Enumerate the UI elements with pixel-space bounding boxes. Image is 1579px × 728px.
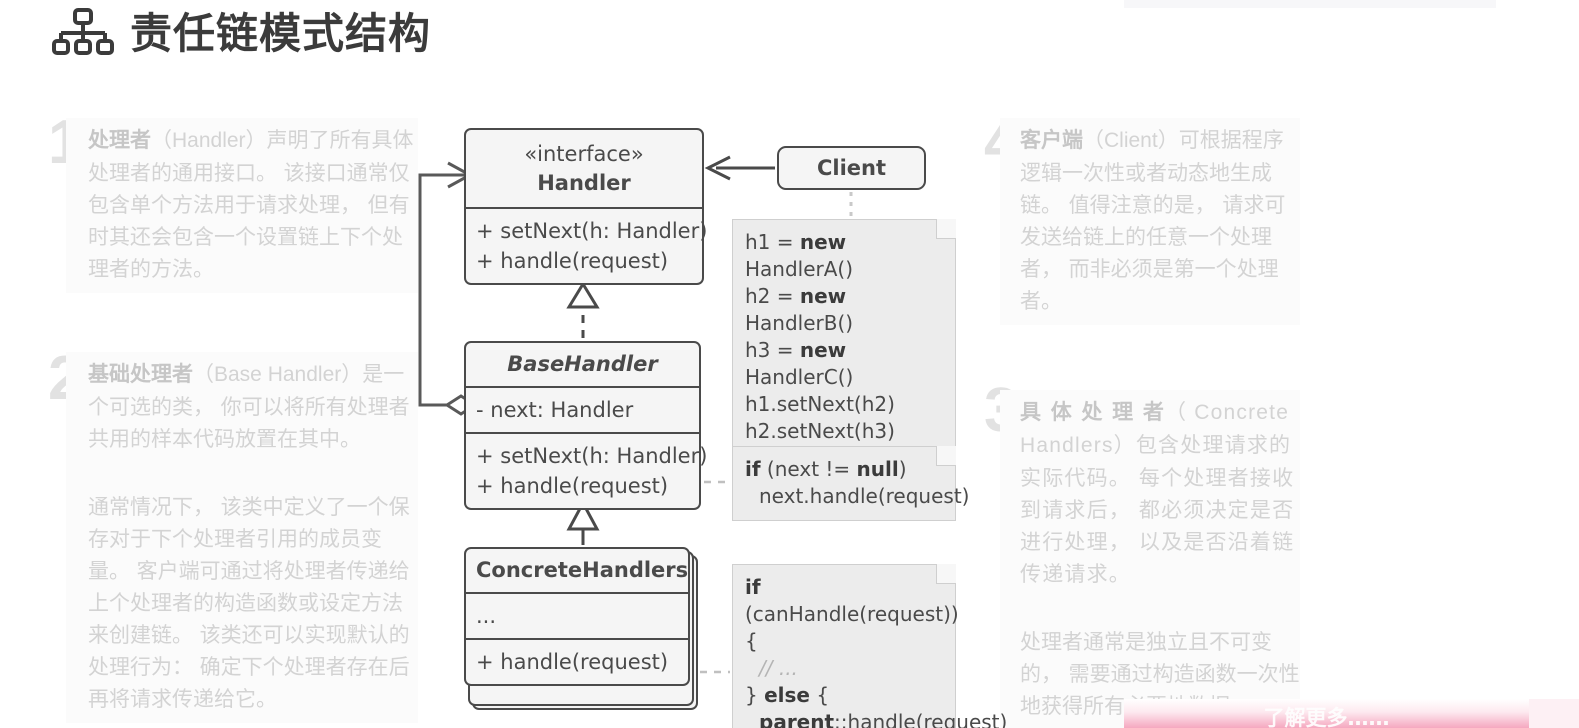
code-token: if bbox=[745, 457, 761, 481]
concrete-handlers-methods: + handle(request) bbox=[466, 638, 688, 684]
code-token: h2 = bbox=[745, 284, 800, 308]
code-line: h2.setNext(h3) bbox=[745, 418, 943, 445]
code-token: HandlerA() bbox=[745, 257, 854, 281]
note-text-3a: 包含处理请求的实际代码。 每个处理者接收到请求后， 都必须决定是否进行处理， 以… bbox=[1020, 433, 1295, 586]
uml-class-concrete-handlers[interactable]: ConcreteHandlers ... + handle(request) bbox=[464, 547, 690, 686]
code-note-handle: if (canHandle(request)) {// ...} else {p… bbox=[732, 564, 1007, 728]
code-token: parent bbox=[759, 710, 835, 728]
note-term-latin-1: （Handler） bbox=[151, 129, 267, 152]
base-handler-method-0: + setNext(h: Handler) bbox=[476, 444, 708, 468]
base-handler-fields: - next: Handler bbox=[466, 386, 699, 432]
handler-methods: + setNext(h: Handler) + handle(request) bbox=[466, 207, 708, 283]
code-line: h2 = new HandlerB() bbox=[745, 283, 943, 337]
concrete-handlers-fields: ... bbox=[466, 592, 688, 638]
code-token: new bbox=[799, 284, 847, 308]
base-handler-method-1: + handle(request) bbox=[476, 474, 669, 498]
code-note-next: if (next != null)next.handle(request) bbox=[732, 446, 969, 521]
code-token: h1 = bbox=[745, 230, 800, 254]
code-token: (canHandle(request)) { bbox=[745, 602, 959, 653]
note-spacer bbox=[66, 463, 418, 485]
code-token: HandlerB() bbox=[745, 311, 854, 335]
note-term-latin-3: （ Concrete Handlers） bbox=[1020, 401, 1290, 457]
code-line: h3 = new HandlerC() bbox=[745, 337, 943, 391]
handler-method-1: + handle(request) bbox=[476, 249, 669, 273]
note-text-4: 可根据程序逻辑一次性或者动态地生成链。 值得注意的是， 请求可发送给链上的任意一… bbox=[1020, 128, 1286, 313]
code-token: h1.setNext(h2) bbox=[745, 392, 895, 416]
note-text-2a: 是一个可选的类， 你可以将所有处理者共用的样本代码放置在其中。 bbox=[88, 362, 410, 451]
concrete-handlers-method-0: + handle(request) bbox=[476, 650, 669, 674]
code-token: ) bbox=[898, 457, 907, 481]
code-line: if (next != null) bbox=[745, 456, 943, 483]
code-token: ::handle(request) bbox=[834, 710, 1008, 728]
code-token: { bbox=[809, 683, 830, 707]
code-token: // ... bbox=[759, 656, 798, 680]
base-handler-header: BaseHandler bbox=[466, 343, 699, 386]
note-spacer bbox=[1000, 598, 1300, 620]
handler-header: «interface» Handler bbox=[466, 130, 702, 207]
code-token: (next != bbox=[760, 457, 857, 481]
note-fold-corner bbox=[936, 446, 956, 466]
handler-name: Handler bbox=[537, 171, 631, 195]
code-token: null bbox=[856, 457, 899, 481]
page-title: 责任链模式结构 bbox=[52, 8, 431, 60]
note-term-latin-2: （Base Handler） bbox=[193, 363, 363, 386]
client-name: Client bbox=[816, 155, 887, 180]
concrete-handlers-field-0: ... bbox=[476, 604, 497, 628]
promo-banner-text: 了解更多…… bbox=[1263, 706, 1390, 728]
concrete-handlers-name: ConcreteHandlers bbox=[476, 558, 689, 582]
code-line: } else { bbox=[745, 682, 943, 709]
code-token: HandlerC() bbox=[745, 365, 854, 389]
code-token: new bbox=[799, 338, 847, 362]
note-block-handler: 处理者（Handler）声明了所有具体处理者的通用接口。 该接口通常仅包含单个方… bbox=[66, 118, 418, 293]
handler-stereotype: «interface» bbox=[524, 142, 644, 166]
code-token: h2.setNext(h3) bbox=[745, 419, 895, 443]
code-line: parent::handle(request) bbox=[745, 709, 1007, 728]
top-decoration-strip bbox=[1124, 0, 1496, 8]
base-handler-name: BaseHandler bbox=[507, 352, 658, 376]
code-token: h3 = bbox=[745, 338, 800, 362]
note-text-2b: 通常情况下， 该类中定义了一个保存对于下个处理者引用的成员变量。 客户端可通过将… bbox=[88, 495, 410, 711]
base-handler-methods: + setNext(h: Handler) + handle(request) bbox=[466, 432, 708, 508]
code-line: h1.setNext(h2) bbox=[745, 391, 943, 418]
uml-class-handler[interactable]: «interface» Handler + setNext(h: Handler… bbox=[464, 128, 708, 285]
uml-class-client[interactable]: Client bbox=[777, 146, 926, 190]
code-line: h1 = new HandlerA() bbox=[745, 229, 943, 283]
code-line: next.handle(request) bbox=[745, 483, 969, 510]
uml-class-base-handler[interactable]: BaseHandler - next: Handler + setNext(h:… bbox=[464, 341, 708, 510]
note-fold-corner bbox=[936, 564, 956, 584]
base-handler-field-0: - next: Handler bbox=[476, 398, 634, 422]
note-term-2: 基础处理者 bbox=[88, 362, 193, 386]
code-token: else bbox=[764, 683, 810, 707]
page-title-text: 责任链模式结构 bbox=[130, 9, 432, 58]
code-token: if bbox=[745, 575, 761, 599]
promo-banner[interactable]: 了解更多…… bbox=[1124, 699, 1529, 728]
concrete-handlers-header: ConcreteHandlers bbox=[466, 549, 688, 592]
note-term-1: 处理者 bbox=[88, 128, 151, 152]
code-token: } bbox=[745, 683, 765, 707]
note-block-concrete-handlers: 具 体 处 理 者（ Concrete Handlers）包含处理请求的实际代码… bbox=[1000, 390, 1300, 728]
handler-method-0: + setNext(h: Handler) bbox=[476, 219, 708, 243]
note-fold-corner bbox=[936, 219, 956, 239]
code-note-handle-body: if (canHandle(request)) {// ...} else {p… bbox=[745, 574, 1007, 728]
note-text-1: 声明了所有具体处理者的通用接口。 该接口通常仅包含单个方法用于请求处理， 但有时… bbox=[88, 128, 414, 281]
code-token: next.handle(request) bbox=[759, 484, 970, 508]
code-line: if (canHandle(request)) { bbox=[745, 574, 959, 655]
hierarchy-icon bbox=[52, 8, 114, 55]
note-term-3: 具 体 处 理 者 bbox=[1020, 400, 1166, 424]
note-term-latin-4: （Client） bbox=[1083, 129, 1179, 152]
code-token: new bbox=[799, 230, 847, 254]
code-note-next-body: if (next != null)next.handle(request) bbox=[745, 456, 969, 510]
note-block-base-handler: 基础处理者（Base Handler）是一个可选的类， 你可以将所有处理者共用的… bbox=[66, 352, 418, 723]
note-block-client: 客户端（Client）可根据程序逻辑一次性或者动态地生成链。 值得注意的是， 请… bbox=[1000, 118, 1300, 325]
note-term-4: 客户端 bbox=[1020, 128, 1083, 152]
code-line: // ... bbox=[745, 655, 943, 682]
